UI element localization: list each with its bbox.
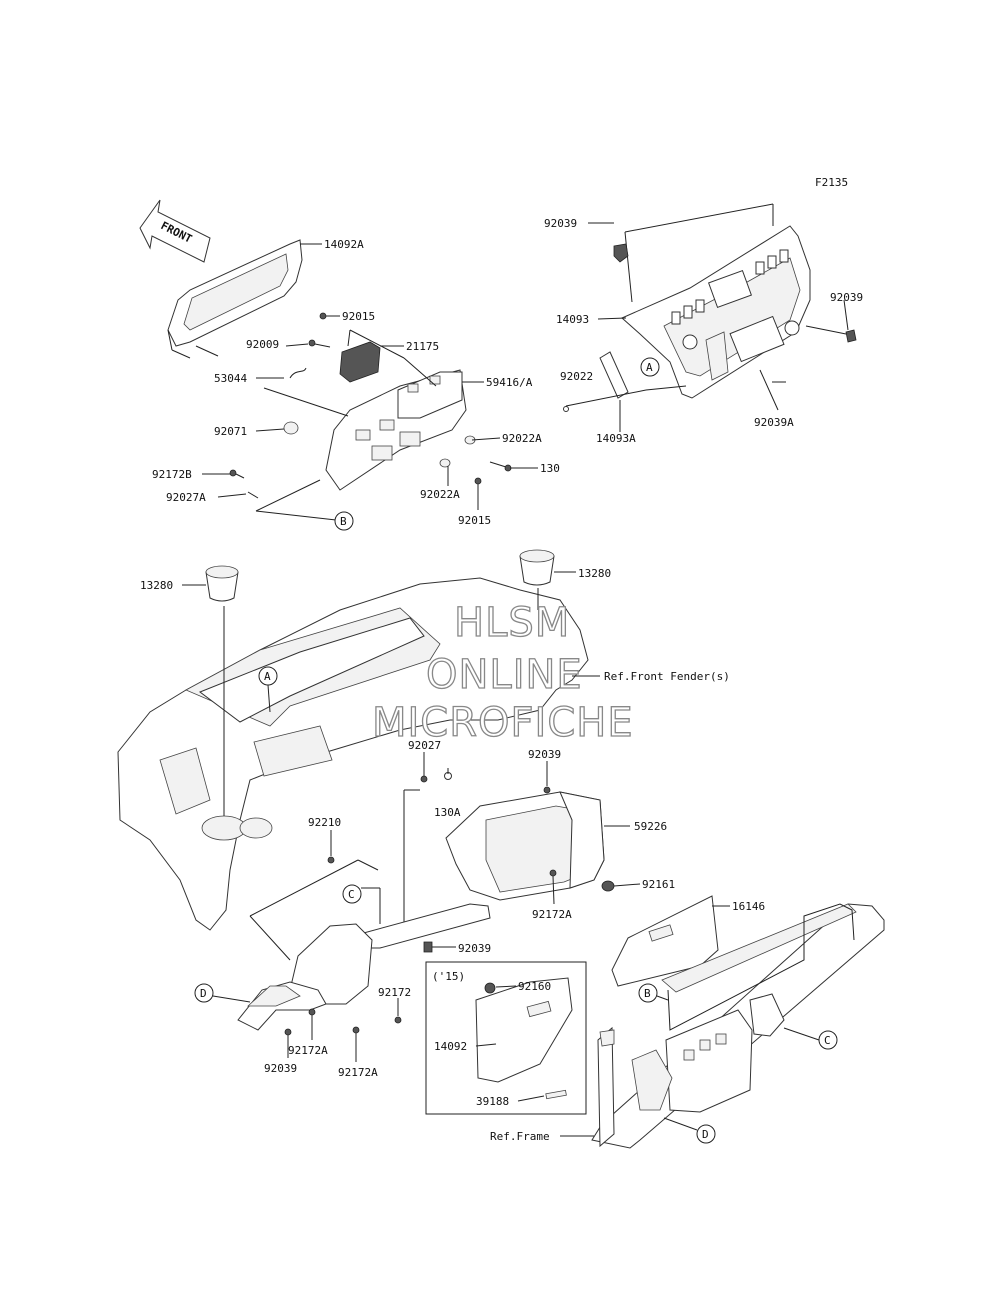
label-92022: 92022: [560, 370, 593, 383]
clip-92039-low: [423, 941, 433, 953]
callout-b-frame: B: [638, 983, 658, 1003]
label-14093A: 14093A: [596, 432, 636, 445]
label-53044: 53044: [214, 372, 247, 385]
washer-92022A-b: [439, 458, 451, 468]
svg-text:D: D: [702, 1128, 709, 1141]
grommet-92071: [283, 421, 299, 435]
nut-92015: [319, 312, 327, 320]
bolt-92009: [308, 339, 331, 348]
cup-holder-13280-right: [519, 549, 555, 586]
label-92210: 92210: [308, 816, 341, 829]
front-arrow-icon: FRONT: [139, 199, 211, 263]
nut-92210: [327, 856, 335, 864]
svg-text:A: A: [264, 670, 271, 683]
label-92172A-a: 92172A: [288, 1044, 328, 1057]
clip-92027A: [247, 491, 259, 499]
screw-92172A-b: [352, 1026, 360, 1034]
label-92071: 92071: [214, 425, 247, 438]
label-21175: 21175: [406, 340, 439, 353]
label-92027A: 92027A: [166, 491, 206, 504]
screw-92172A-mid: [549, 869, 557, 905]
screw-92172A-a: [308, 1008, 316, 1016]
label-92022A-b: 92022A: [420, 488, 460, 501]
figure-code: F2135: [815, 176, 848, 189]
label-13280-left: 13280: [140, 579, 173, 592]
meter-unit-59416: [397, 371, 463, 419]
svg-text:C: C: [348, 888, 355, 901]
label-130: 130: [540, 462, 560, 475]
hose-53044: [289, 367, 307, 379]
label-92039-mid: 92039: [528, 748, 561, 761]
label-92015-a: 92015: [342, 310, 375, 323]
label-92172A-b: 92172A: [338, 1066, 378, 1079]
svg-text:D: D: [200, 987, 207, 1000]
label-92022A-a: 92022A: [502, 432, 542, 445]
label-92172: 92172: [378, 986, 411, 999]
callout-d-left: D: [194, 983, 214, 1003]
inset-2015-box: [425, 961, 587, 1115]
svg-text:A: A: [646, 361, 653, 374]
label-16146: 16146: [732, 900, 765, 913]
svg-text:B: B: [644, 987, 651, 1000]
clip-92039-right: [845, 329, 857, 343]
label-59416A: 59416/A: [486, 376, 533, 389]
label-59226: 59226: [634, 820, 667, 833]
label-15: ('15): [432, 970, 465, 983]
screw-92172B: [229, 469, 245, 479]
label-14093: 14093: [556, 313, 589, 326]
glove-box-59226: [445, 791, 605, 901]
damper-92161: [601, 880, 615, 892]
label-92039-top: 92039: [544, 217, 577, 230]
callout-a-upper: A: [640, 357, 660, 377]
clip-92027: [420, 775, 428, 783]
label-92009: 92009: [246, 338, 279, 351]
clip-92039-mid: [543, 786, 551, 794]
callout-a-lower: A: [258, 666, 278, 686]
label-92039-bl: 92039: [264, 1062, 297, 1075]
label-39188: 39188: [476, 1095, 509, 1108]
watermark-line1: HLSM: [454, 600, 570, 646]
lower-panel: [237, 923, 373, 1031]
washer-92022: [563, 406, 569, 412]
label-92015-b: 92015: [458, 514, 491, 527]
nut-92015-b: [474, 477, 482, 485]
label-92027: 92027: [408, 739, 441, 752]
meter-cover-14092A: [167, 239, 303, 359]
label-92172A-mid: 92172A: [532, 908, 572, 921]
label-92039-right: 92039: [830, 291, 863, 304]
label-14092A: 14092A: [324, 238, 364, 251]
clip-92039-top: [613, 243, 629, 263]
svg-text:B: B: [340, 515, 347, 528]
frame: [591, 903, 885, 1149]
label-14092: 14092: [434, 1040, 467, 1053]
callout-c-mid: C: [342, 884, 362, 904]
watermark-line3: MICROFICHE: [372, 700, 634, 746]
label-92039A: 92039A: [754, 416, 794, 429]
strip-14093A: [599, 351, 629, 399]
dashboard-panel: [117, 577, 589, 931]
label-92172B: 92172B: [152, 468, 192, 481]
callout-b-upper: B: [334, 511, 354, 531]
label-92161: 92161: [642, 878, 675, 891]
clip-92039-bl: [284, 1028, 292, 1036]
label-92160: 92160: [518, 980, 551, 993]
label-92039-low: 92039: [458, 942, 491, 955]
instrument-panel-14093: [621, 225, 811, 399]
cup-holder-13280-left: [205, 565, 239, 602]
callout-d-frame: D: [696, 1124, 716, 1144]
label-13280-right: 13280: [578, 567, 611, 580]
label-130A: 130A: [434, 806, 461, 819]
ref-front-fender: Ref.Front Fender(s): [604, 670, 730, 683]
watermark-line2: ONLINE: [426, 652, 583, 698]
svg-text:C: C: [824, 1034, 831, 1047]
screw-92172: [394, 1016, 402, 1024]
ref-frame: Ref.Frame: [490, 1130, 550, 1143]
relay-21175: [339, 341, 381, 383]
callout-c-frame: C: [818, 1030, 838, 1050]
bolt-130: [489, 461, 512, 472]
